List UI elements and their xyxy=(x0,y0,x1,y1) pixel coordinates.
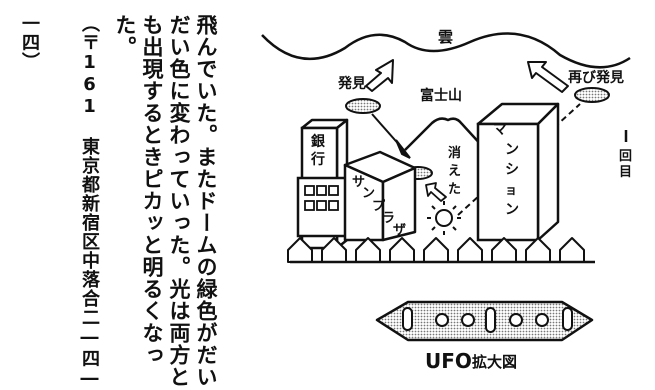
sun-plaza-label-3: プ xyxy=(372,199,386,214)
ufo-sighting-first xyxy=(345,98,381,114)
mt-fuji-label: 富士山 xyxy=(420,87,462,104)
bank-windows xyxy=(304,185,339,211)
article-text-line-2: だい色に変わっていった。光は両方と xyxy=(167,14,191,388)
hollow-arrow-right-icon xyxy=(527,61,569,93)
ufo-caption-bold: UFO xyxy=(425,349,472,373)
rediscover-label: 再び発見 xyxy=(568,69,624,86)
cloud-line xyxy=(261,32,631,69)
vanished-arrow-icon xyxy=(425,182,447,202)
article-text-line-1: 飛んでいた。またドームの緑色がだい xyxy=(194,14,218,388)
house-row xyxy=(287,237,585,263)
ufo-sighting-illustration: 雲 発見 再び発見 富士山 マ ン シ ョ ン 消 え た xyxy=(261,28,632,373)
sun-plaza-label-4: ラ xyxy=(382,211,395,226)
mansion-label-5: ン xyxy=(505,202,519,218)
bank-label-2: 行 xyxy=(310,151,325,168)
article-text-line-4: た。 xyxy=(113,14,137,58)
first-time-label-1: 回 xyxy=(619,149,632,164)
discover-label: 発見 xyxy=(337,75,366,92)
vanished-label-2: え xyxy=(448,164,461,179)
cloud-label: 雲 xyxy=(438,28,453,46)
mansion-building xyxy=(476,102,560,242)
article-text-line-3: も出現するときピカッと明るくなっ xyxy=(140,14,164,366)
mansion-label-4: ョ xyxy=(505,183,517,197)
vanished-label-1: 消 xyxy=(448,145,461,161)
light-burst-icon xyxy=(427,201,461,235)
first-time-label-2: 目 xyxy=(619,165,632,180)
sun-plaza-label-5: ザ xyxy=(393,223,406,238)
ufo-enlarged xyxy=(375,300,594,342)
sun-plaza-label-2: ン xyxy=(362,186,375,201)
sun-plaza-building xyxy=(343,150,417,242)
bank-label-1: 銀 xyxy=(311,133,325,150)
path-arrow-icon xyxy=(395,139,411,159)
ufo-caption-rest: 拡大図 xyxy=(472,353,517,371)
mansion-label-2: ン xyxy=(505,142,519,158)
address-line-1: （〒161 東京都新宿区中落合二―四― xyxy=(79,14,100,390)
hollow-arrow-left-icon xyxy=(365,59,394,92)
mt-fuji xyxy=(404,117,485,151)
mansion-label-1: マ xyxy=(493,122,507,138)
sun-plaza-label-1: サ xyxy=(352,175,365,190)
vanished-label-3: た xyxy=(448,182,461,197)
address-line-2: 一四） xyxy=(19,14,40,71)
mansion-label-3: シ xyxy=(505,162,519,178)
ufo-sighting-second xyxy=(574,87,610,103)
